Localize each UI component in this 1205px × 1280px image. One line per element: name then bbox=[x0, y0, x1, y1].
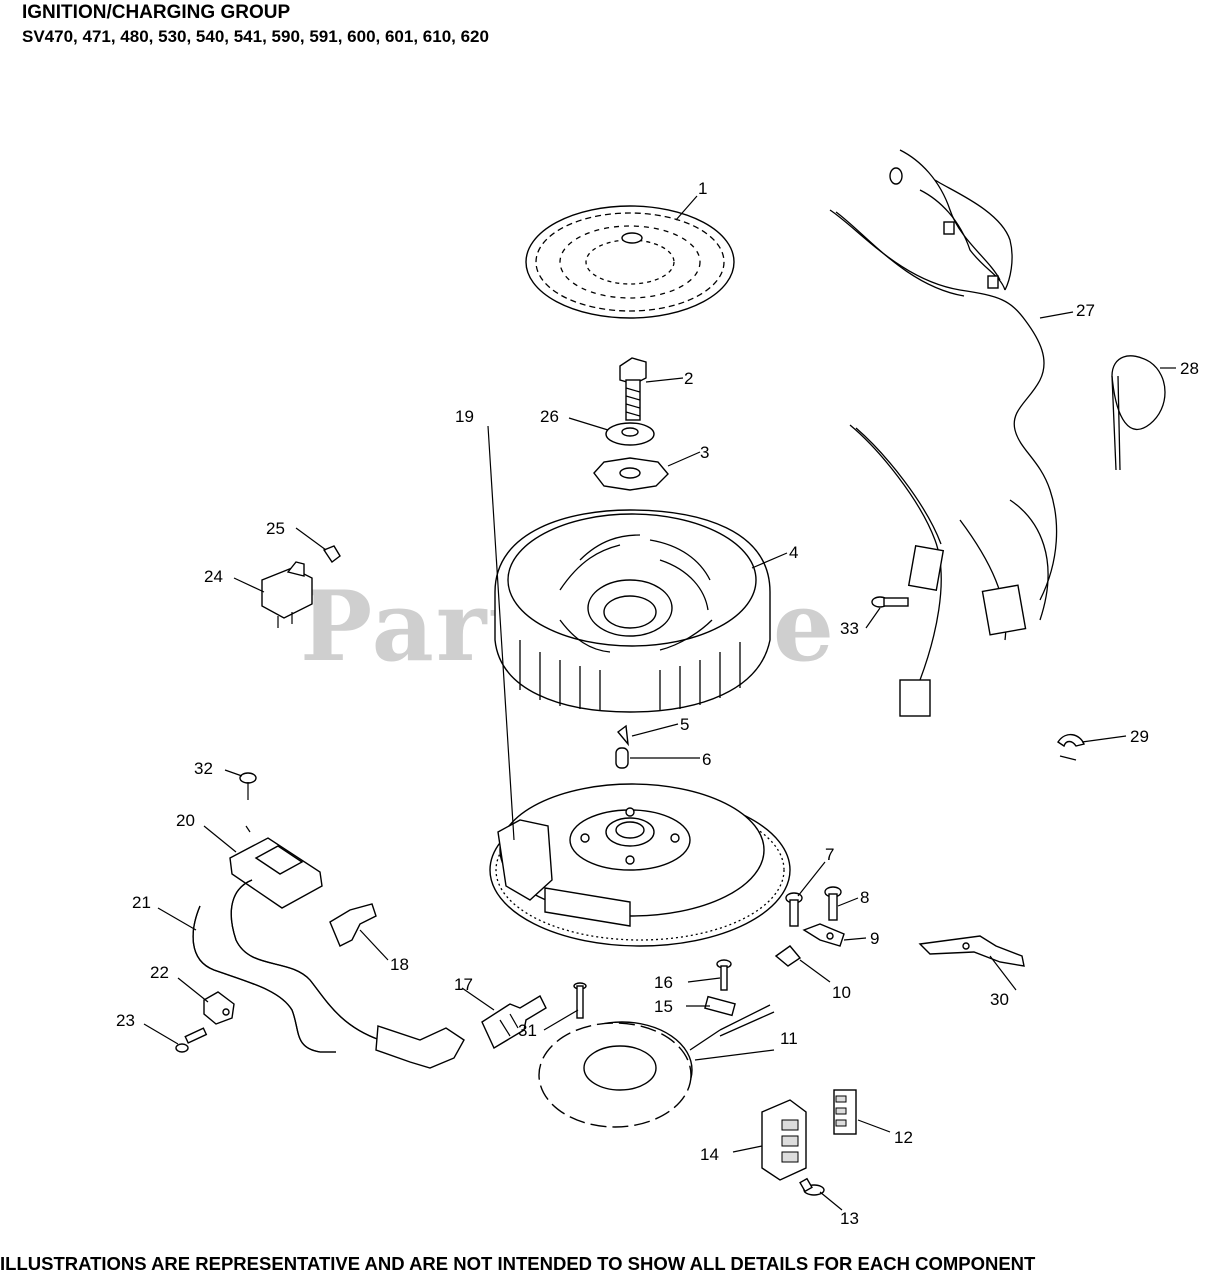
part-14-regulator[interactable] bbox=[761, 1099, 807, 1181]
callout-22: 22 bbox=[150, 963, 169, 982]
part-33-screw[interactable] bbox=[871, 596, 909, 608]
callout-14: 14 bbox=[700, 1145, 719, 1164]
part-20-ignition-module[interactable] bbox=[229, 837, 465, 1069]
part-27-wiring-harness[interactable] bbox=[829, 149, 1058, 717]
callout-30: 30 bbox=[990, 990, 1009, 1009]
part-21-sleeve[interactable] bbox=[192, 905, 336, 1053]
callout-9: 9 bbox=[870, 929, 879, 948]
part-9-clip[interactable] bbox=[802, 923, 845, 947]
model-list: SV470, 471, 480, 530, 540, 541, 590, 591… bbox=[22, 27, 489, 46]
part-6-flywheel-key[interactable] bbox=[615, 747, 629, 769]
part-31-pin[interactable] bbox=[573, 982, 587, 1019]
part-23-screw[interactable] bbox=[175, 1027, 208, 1053]
callout-18: 18 bbox=[390, 955, 409, 974]
footer-disclaimer: ILLUSTRATIONS ARE REPRESENTATIVE AND ARE… bbox=[0, 1253, 1036, 1274]
part-5-flywheel-key[interactable] bbox=[616, 724, 629, 747]
callout-1: 1 bbox=[698, 179, 707, 198]
callout-27: 27 bbox=[1076, 301, 1095, 320]
part-13-screw[interactable] bbox=[799, 1177, 825, 1196]
part-30-bracket[interactable] bbox=[918, 935, 1025, 967]
part-12-rectifier[interactable] bbox=[833, 1089, 857, 1135]
part-19-flywheel[interactable] bbox=[489, 783, 791, 947]
callout-2: 2 bbox=[684, 369, 693, 388]
callout-numbers: 1 2 3 4 5 6 7 8 9 10 11 12 13 14 15 16 1… bbox=[116, 179, 1199, 1228]
exploded-parts-diagram: 1 2 3 4 5 6 7 8 9 10 11 12 13 14 15 16 1… bbox=[116, 149, 1199, 1228]
part-4-cooling-fan[interactable] bbox=[494, 509, 771, 713]
callout-4: 4 bbox=[789, 543, 798, 562]
part-22-clip[interactable] bbox=[203, 991, 235, 1025]
part-29-clip[interactable] bbox=[1057, 734, 1085, 761]
callout-10: 10 bbox=[832, 983, 851, 1002]
part-11-stator[interactable] bbox=[538, 1004, 775, 1128]
part-7-screw[interactable] bbox=[785, 892, 803, 927]
part-8-screw[interactable] bbox=[824, 886, 842, 921]
part-32-screw[interactable] bbox=[239, 772, 257, 833]
diagram-title: IGNITION/CHARGING GROUP bbox=[22, 2, 291, 23]
callout-25: 25 bbox=[266, 519, 285, 538]
callout-24: 24 bbox=[204, 567, 223, 586]
part-25-clip[interactable] bbox=[322, 545, 341, 564]
part-1-grass-screen[interactable] bbox=[525, 205, 735, 319]
callout-12: 12 bbox=[894, 1128, 913, 1147]
part-2-flywheel-bolt[interactable] bbox=[619, 357, 647, 421]
part-15-clip[interactable] bbox=[704, 995, 736, 1017]
callout-19: 19 bbox=[455, 407, 474, 426]
part-28-cable-tie[interactable] bbox=[1111, 355, 1166, 471]
callout-16: 16 bbox=[654, 973, 673, 992]
part-18-clamp[interactable] bbox=[329, 903, 377, 947]
callout-15: 15 bbox=[654, 997, 673, 1016]
part-16-screw[interactable] bbox=[716, 959, 732, 991]
callout-21: 21 bbox=[132, 893, 151, 912]
callout-6: 6 bbox=[702, 750, 711, 769]
part-10-clip[interactable] bbox=[774, 945, 802, 967]
callout-28: 28 bbox=[1180, 359, 1199, 378]
callout-23: 23 bbox=[116, 1011, 135, 1030]
part-3-fan-retainer[interactable] bbox=[593, 457, 669, 491]
callout-20: 20 bbox=[176, 811, 195, 830]
callout-5: 5 bbox=[680, 715, 689, 734]
callout-11: 11 bbox=[780, 1029, 798, 1048]
callout-31: 31 bbox=[518, 1021, 537, 1040]
leader-lines bbox=[143, 195, 1176, 1211]
callout-17: 17 bbox=[454, 975, 473, 994]
callout-33: 33 bbox=[840, 619, 859, 638]
callout-32: 32 bbox=[194, 759, 213, 778]
callout-29: 29 bbox=[1130, 727, 1149, 746]
part-17-spark-plug[interactable] bbox=[481, 995, 547, 1050]
callout-26: 26 bbox=[540, 407, 559, 426]
callout-7: 7 bbox=[825, 845, 834, 864]
part-24-relay[interactable] bbox=[261, 561, 313, 628]
part-26-washer[interactable] bbox=[605, 422, 655, 446]
callout-13: 13 bbox=[840, 1209, 859, 1228]
callout-8: 8 bbox=[860, 888, 869, 907]
callout-3: 3 bbox=[700, 443, 709, 462]
